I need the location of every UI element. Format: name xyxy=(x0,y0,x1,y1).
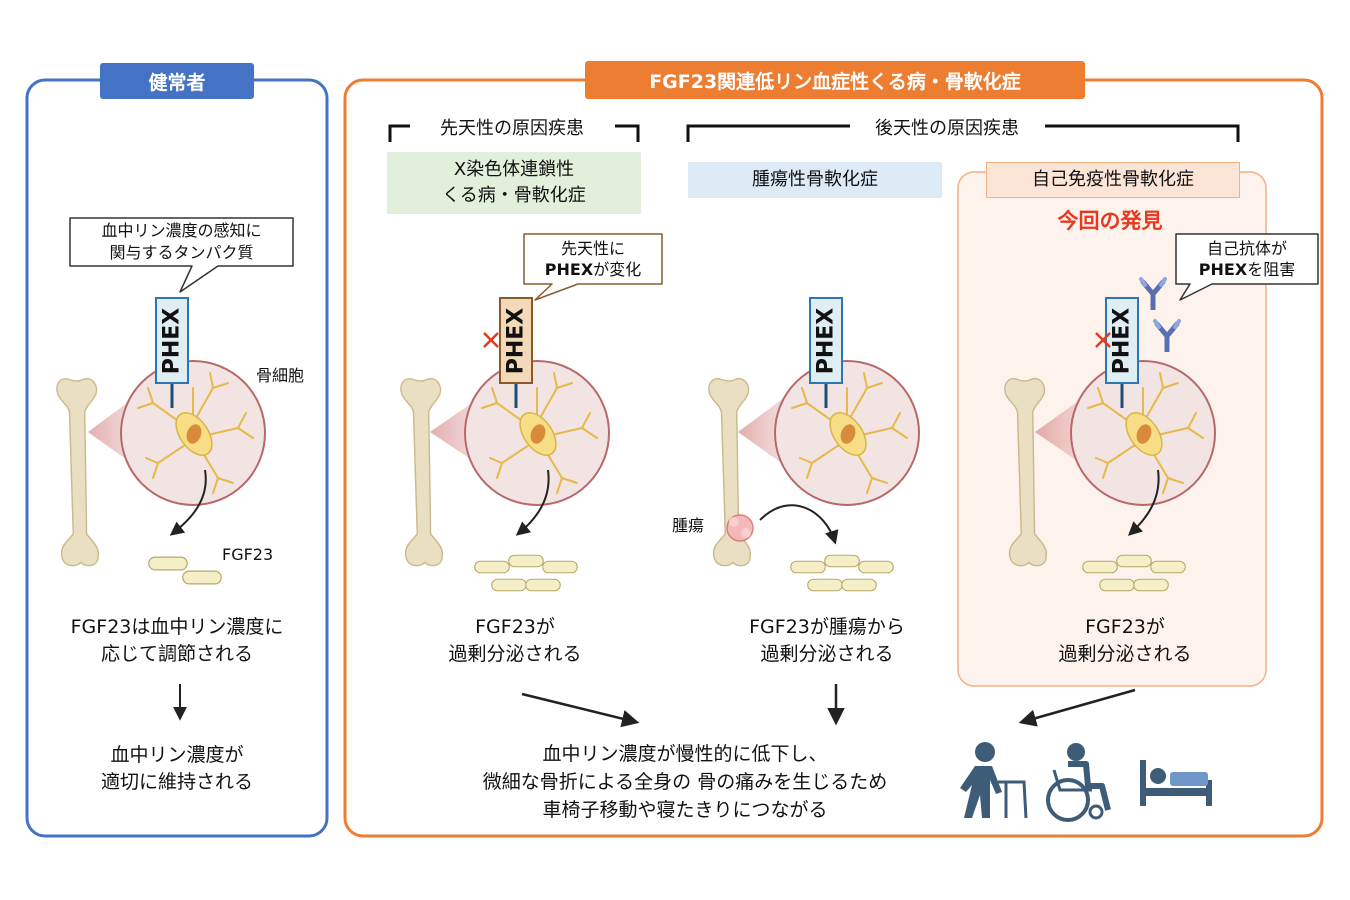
tumor-label: 腫瘍 xyxy=(672,516,705,535)
xlinked-line1: X染色体連鎖性 xyxy=(453,159,575,180)
xlinked-line2: くる病・骨軟化症 xyxy=(442,185,586,206)
wheelchair-icon xyxy=(1046,743,1111,822)
congenital-bubble: 先天性に PHEXが変化 xyxy=(524,238,662,280)
osteocyte-label: 骨細胞 xyxy=(256,366,305,385)
autoimmune-bubble-line2: PHEXを阻害 xyxy=(1176,259,1318,280)
healthy-text2: 血中リン濃度が 適切に維持される xyxy=(30,742,324,796)
autoimmune-text-line1: FGF23が xyxy=(1085,616,1165,638)
congenital-header: 先天性の原因疾患 xyxy=(440,118,584,139)
healthy-title: 健常者 xyxy=(100,63,254,99)
acquired-header: 後天性の原因疾患 xyxy=(875,118,1019,139)
tumor-text-line2: 過剰分泌される xyxy=(760,643,894,665)
xlinked-box: X染色体連鎖性 くる病・骨軟化症 xyxy=(387,152,641,214)
tumor-box: 腫瘍性骨軟化症 xyxy=(688,162,942,198)
congenital-bubble-rest: が変化 xyxy=(593,260,642,279)
phex-label-xlinked: PHEX xyxy=(503,307,529,375)
fgf23-label: FGF23 xyxy=(222,545,274,564)
tumor-text-line1: FGF23が腫瘍から xyxy=(749,616,905,638)
xlinked-text: FGF23が 過剰分泌される xyxy=(400,614,630,668)
phex-label-tumor: PHEX xyxy=(813,307,839,375)
xlinked-text-line1: FGF23が xyxy=(475,616,555,638)
congenital-bubble-bold: PHEX xyxy=(544,260,594,279)
healthy-text1: FGF23は血中リン濃度に 応じて調節される xyxy=(30,614,324,668)
congenital-bubble-line1: 先天性に xyxy=(560,239,625,258)
phex-label-autoimmune: PHEX xyxy=(1109,307,1135,375)
healthy-bubble-line1: 血中リン濃度の感知に xyxy=(101,221,262,240)
autoimmune-bubble-rest: を阻害 xyxy=(1247,260,1296,279)
outcome-line1: 血中リン濃度が慢性的に低下し、 xyxy=(542,743,828,765)
healthy-bubble-line2: 関与するタンパク質 xyxy=(109,243,254,262)
phex-label-healthy: PHEX xyxy=(159,307,185,375)
healthy-text1-line1: FGF23は血中リン濃度に xyxy=(70,616,284,638)
disease-title: FGF23関連低リン血症性くる病・骨軟化症 xyxy=(585,61,1085,99)
autoimmune-bubble-line1: 自己抗体が xyxy=(1206,239,1287,258)
healthy-text1-line2: 応じて調節される xyxy=(100,643,253,665)
healthy-text2-line2: 適切に維持される xyxy=(100,771,253,793)
autoimmune-box: 自己免疫性骨軟化症 xyxy=(986,162,1240,198)
bed-icon xyxy=(1140,760,1212,806)
tumor-text: FGF23が腫瘍から 過剰分泌される xyxy=(712,614,942,668)
autoimmune-bubble-bold: PHEX xyxy=(1198,260,1248,279)
congenital-bubble-line2: PHEXが変化 xyxy=(524,259,662,280)
outcome-text: 血中リン濃度が慢性的に低下し、 微細な骨折による全身の 骨の痛みを生じるため 車… xyxy=(420,740,950,824)
autoimmune-text-line2: 過剰分泌される xyxy=(1058,643,1192,665)
discovery-label: 今回の発見 xyxy=(1057,209,1163,233)
outcome-line3: 車椅子移動や寝たきりにつながる xyxy=(542,799,828,821)
autoimmune-bubble: 自己抗体が PHEXを阻害 xyxy=(1176,238,1318,280)
outcome-line2: 微細な骨折による全身の 骨の痛みを生じるため xyxy=(482,771,888,793)
xlinked-text-line2: 過剰分泌される xyxy=(448,643,582,665)
autoimmune-text: FGF23が 過剰分泌される xyxy=(1010,614,1240,668)
healthy-bubble: 血中リン濃度の感知に 関与するタンパク質 xyxy=(70,220,293,264)
healthy-text2-line1: 血中リン濃度が xyxy=(110,744,244,766)
walker-person-icon xyxy=(960,742,1028,819)
